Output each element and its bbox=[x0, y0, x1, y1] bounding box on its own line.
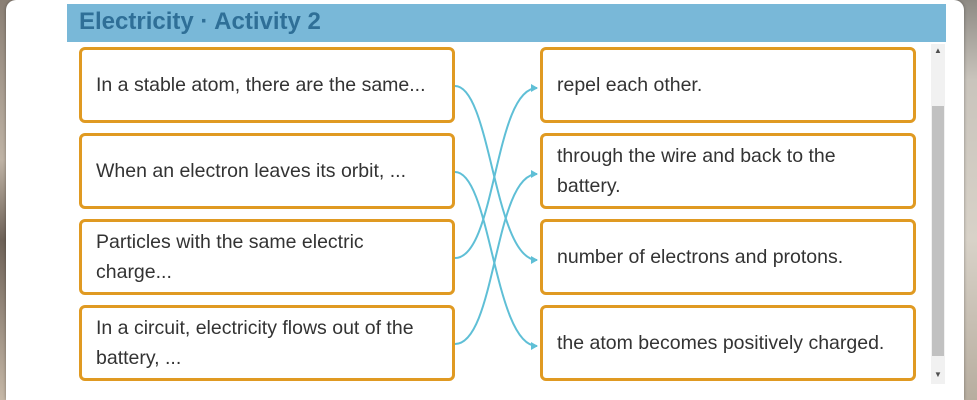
triangle-up-icon[interactable]: ▲ bbox=[934, 46, 942, 55]
right-item-2-text: through the wire and back to the battery… bbox=[557, 145, 836, 197]
right-item-3[interactable]: number of electrons and protons. bbox=[540, 219, 916, 295]
right-item-1[interactable]: repel each other. bbox=[540, 47, 916, 123]
activity-title: Electricity · Activity 2 bbox=[79, 8, 321, 35]
right-item-4-text: the atom becomes positively charged. bbox=[557, 332, 885, 354]
match-line-3 bbox=[454, 84, 538, 259]
right-item-2[interactable]: through the wire and back to the battery… bbox=[540, 133, 916, 209]
match-line-4 bbox=[454, 170, 538, 345]
left-item-3-text: Particles with the same electric charge.… bbox=[96, 231, 364, 283]
left-item-3[interactable]: Particles with the same electric charge.… bbox=[79, 219, 455, 295]
title-bar: Electricity · Activity 2 bbox=[67, 4, 946, 42]
activity-card: Electricity · Activity 2 In a stable ato… bbox=[6, 0, 964, 400]
left-item-4[interactable]: In a circuit, electricity flows out of t… bbox=[79, 305, 455, 381]
left-item-2[interactable]: When an electron leaves its orbit, ... bbox=[79, 133, 455, 209]
scrollbar-thumb[interactable] bbox=[932, 106, 944, 356]
left-item-1-text: In a stable atom, there are the same... bbox=[96, 74, 426, 96]
right-item-3-text: number of electrons and protons. bbox=[557, 246, 844, 268]
triangle-down-icon[interactable]: ▼ bbox=[934, 370, 942, 379]
match-line-2 bbox=[454, 171, 538, 350]
right-item-1-text: repel each other. bbox=[557, 74, 703, 96]
left-item-1[interactable]: In a stable atom, there are the same... bbox=[79, 47, 455, 123]
match-line-1 bbox=[454, 85, 538, 264]
right-item-4[interactable]: the atom becomes positively charged. bbox=[540, 305, 916, 381]
left-item-4-text: In a circuit, electricity flows out of t… bbox=[96, 317, 414, 369]
left-item-2-text: When an electron leaves its orbit, ... bbox=[96, 160, 406, 182]
